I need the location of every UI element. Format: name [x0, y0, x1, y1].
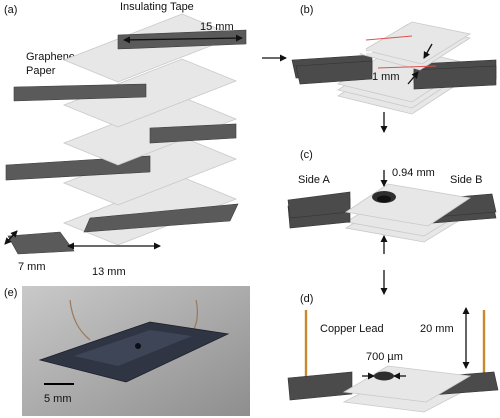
panel-d: (d) Copper Lead 20 mm 700 µm	[287, 293, 499, 413]
hole-size-label: 700 µm	[366, 351, 403, 363]
copper-lead-label: Copper Lead	[320, 323, 384, 335]
panel-e: (e) 5 mm	[4, 286, 250, 416]
panel-b-tag: (b)	[300, 4, 313, 16]
edge-red-line	[377, 65, 437, 69]
graphene-label-line1: Graphene	[26, 51, 75, 63]
graphene-sheet	[295, 60, 373, 85]
hole	[374, 371, 394, 381]
graphene-label-line2: Paper	[26, 65, 56, 77]
gap-right-arrow	[407, 71, 419, 85]
gap-left-label: 1 mm	[312, 45, 340, 57]
width-dimension-arrow	[123, 34, 243, 44]
height-label: 20 mm	[420, 323, 454, 335]
graphene-sheet	[13, 83, 147, 102]
side-dimension-label: 7 mm	[18, 261, 46, 273]
gap-right-label: 1 mm	[372, 71, 400, 83]
length-dimension-label: 13 mm	[92, 266, 126, 278]
edge-red-line	[365, 35, 413, 41]
panel-e-tag: (e)	[4, 287, 17, 299]
tape-layer	[362, 21, 472, 65]
graphene-sheet	[149, 123, 237, 144]
gap-right-arrow	[423, 43, 433, 59]
graphene-sheet	[83, 203, 239, 233]
hole-diameter-label: 0.94 mm	[392, 167, 435, 179]
photo-device-tape	[74, 330, 192, 366]
photo-wire	[69, 299, 91, 341]
panel-a: (a) Insulating Tape Graphene Paper 15 mm…	[4, 1, 247, 278]
panel-a-tag: (a)	[4, 4, 17, 16]
insulating-tape-label: Insulating Tape	[120, 1, 194, 13]
side-b-label: Side B	[450, 174, 482, 186]
graphene-sheet	[287, 371, 353, 401]
panel-c-tag: (c)	[300, 149, 313, 161]
panel-c: (c) Side A Side B 0.94 mm	[287, 149, 497, 254]
side-a-label: Side A	[298, 174, 330, 186]
graphene-sheet	[7, 231, 75, 255]
photo-hole	[135, 343, 141, 349]
scale-bar-label: 5 mm	[44, 393, 72, 405]
width-dimension-label: 15 mm	[200, 21, 234, 33]
graphene-sheet	[413, 65, 497, 90]
panel-d-tag: (d)	[300, 293, 313, 305]
panel-b: (b) 1 mm 1 mm	[291, 4, 497, 115]
side-dimension-arrow	[4, 230, 18, 245]
hole-inner	[377, 195, 391, 203]
tape-layer	[62, 58, 238, 128]
